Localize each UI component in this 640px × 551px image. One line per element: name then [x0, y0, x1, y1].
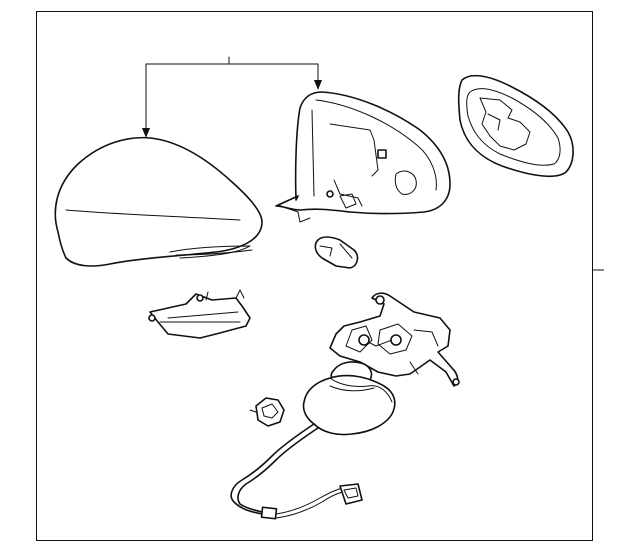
bulb-icon: [314, 236, 359, 269]
mirror-cover-icon: [54, 136, 263, 267]
mirror-housing-icon: [275, 91, 451, 223]
diagram-frame: [36, 11, 593, 541]
actuator-icon: [329, 292, 460, 388]
callout-bracket: [142, 56, 322, 138]
base-housing-icon: [302, 374, 396, 436]
mirror-glass-icon: [457, 74, 574, 178]
harness-icon: [230, 423, 363, 520]
lamp-icon: [148, 289, 251, 339]
nut-icon: [249, 397, 285, 427]
